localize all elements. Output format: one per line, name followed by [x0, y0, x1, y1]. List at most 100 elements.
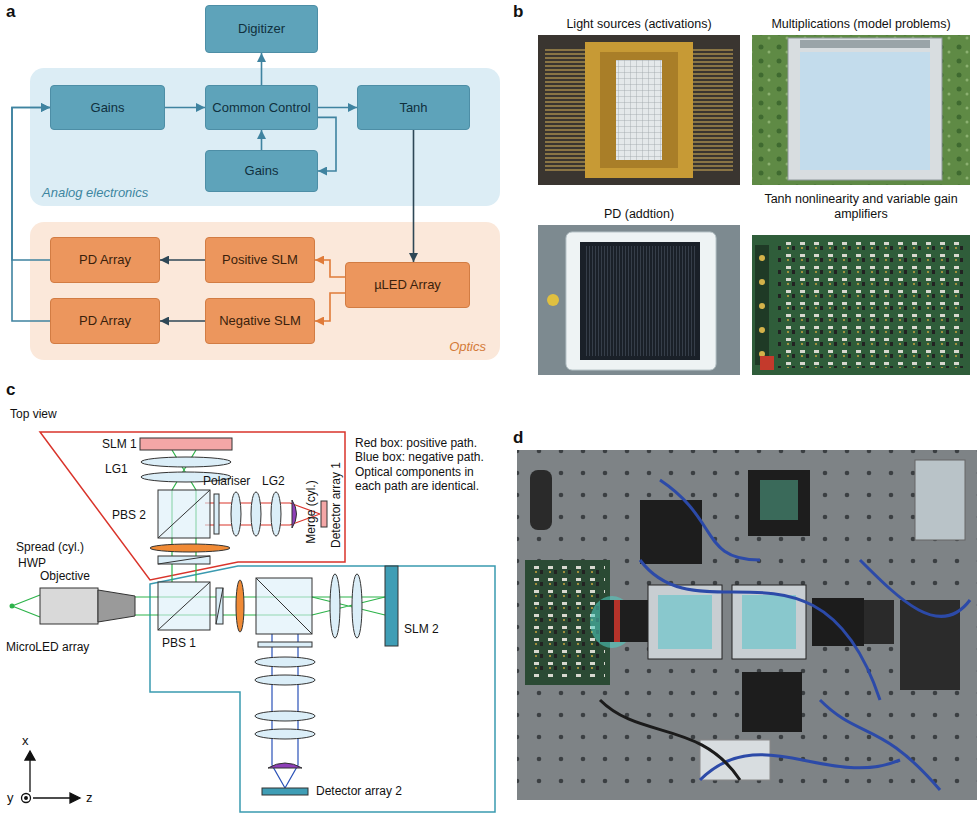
panel-letter: c [6, 380, 15, 400]
optical-element [158, 556, 210, 564]
photo-amplifier-board [760, 356, 774, 370]
box-label: Negative SLM [219, 313, 301, 329]
process-box: Gains [205, 150, 318, 192]
path-outline [150, 566, 495, 812]
optical-element [256, 578, 312, 634]
optical-element [236, 580, 244, 632]
optical-element [385, 566, 398, 646]
axis-symbol [33, 797, 72, 798]
photo-setup [658, 595, 712, 649]
light-beam [12, 595, 40, 617]
process-box: µLED Array [345, 262, 470, 308]
photo-photodiode [547, 294, 559, 306]
part-label: HWP [18, 556, 46, 570]
process-box: Gains [50, 85, 165, 130]
photo-light-sources [538, 35, 740, 185]
optical-element [98, 590, 135, 622]
box-label: Gains [91, 100, 125, 116]
photo-amplifier-board [755, 245, 769, 365]
optical-element [216, 588, 223, 624]
process-box: PD Array [50, 298, 160, 344]
view-label: Top view [10, 407, 57, 421]
photo-setup [812, 598, 864, 646]
photo-setup [614, 600, 620, 642]
optical-element [231, 492, 241, 536]
part-label: PBS 1 [162, 636, 196, 650]
part-label: LG1 [105, 462, 128, 476]
part-label: Detector array 1 [329, 462, 343, 548]
note-text: Red box: positive path. Blue box: negati… [355, 436, 501, 494]
band-label: Optics [449, 339, 486, 354]
photo-setup [517, 450, 977, 800]
photo-light-sources [616, 60, 662, 160]
photo-amplifier-board [759, 303, 765, 309]
axis-symbol [25, 797, 28, 800]
axis-symbol [25, 751, 35, 760]
light-beam [312, 597, 385, 615]
optical-element [150, 544, 230, 552]
photo-setup [640, 480, 970, 790]
photo-amplifier-board [759, 327, 765, 333]
box-label: PD Array [79, 313, 131, 329]
light-beam [205, 503, 320, 525]
photo-amplifier-board [778, 242, 964, 368]
optical-element [330, 574, 340, 638]
process-box: Digitizer [205, 5, 318, 53]
part-label: Objective [40, 569, 90, 583]
optical-element [255, 657, 315, 667]
axis-symbol [22, 751, 81, 803]
axis-symbol [70, 793, 80, 803]
box-label: PD Array [79, 252, 131, 268]
optical-element [251, 492, 261, 536]
photo-setup [915, 460, 965, 540]
photo-caption: Tanh nonlinearity and variable gain ampl… [761, 192, 961, 222]
band-label: Analog electronics [42, 185, 148, 200]
photo-setup [600, 700, 740, 780]
photo-setup [864, 600, 894, 644]
photo-light-sources [538, 35, 740, 185]
optical-element [268, 763, 302, 768]
photo-light-sources [616, 60, 662, 160]
photo-setup [517, 450, 977, 800]
region-band: PD ArrayPositive SLMµLED ArrayPD ArrayNe… [30, 222, 500, 360]
box-label: Digitizer [238, 21, 285, 37]
process-box: Tanh [357, 85, 470, 130]
optical-element [255, 729, 315, 739]
optical-element [214, 494, 219, 534]
photo-photodiode [566, 232, 716, 370]
photo-amplifier-board [752, 235, 970, 375]
photo-photodiode [538, 225, 740, 375]
optical-element [158, 490, 210, 538]
box-label: µLED Array [374, 277, 441, 293]
part-label: SLM 2 [404, 622, 439, 636]
part-label: Merge (cyl.) [304, 480, 318, 543]
box-label: Positive SLM [222, 252, 298, 268]
axis-label: z [86, 790, 93, 806]
box-label: Gains [245, 163, 279, 179]
optical-element [10, 604, 15, 609]
optical-element [40, 588, 98, 624]
optical-element [216, 588, 223, 624]
panel-letter: a [6, 2, 15, 22]
photo-setup [517, 450, 977, 800]
optical-element [158, 582, 210, 630]
optical-element [140, 438, 232, 450]
photo-multiplications [800, 40, 930, 48]
photo-caption: Light sources (activations) [566, 17, 711, 32]
photo-light-sources [545, 48, 587, 172]
photo-amplifier-board [759, 279, 765, 285]
photo-setup [742, 595, 796, 649]
optical-element [158, 556, 210, 564]
photo-caption: PD (addtion) [604, 207, 674, 222]
part-label: Polariser [203, 474, 250, 488]
photo-setup [600, 600, 648, 642]
photo-setup [530, 470, 552, 530]
process-box: Negative SLM [205, 298, 315, 344]
axis-symbol [22, 794, 31, 803]
process-box: Positive SLM [205, 237, 315, 283]
photo-setup [732, 585, 806, 659]
photo-multiplications [752, 35, 970, 185]
box-label: Tanh [399, 100, 427, 116]
optical-element [158, 490, 210, 538]
